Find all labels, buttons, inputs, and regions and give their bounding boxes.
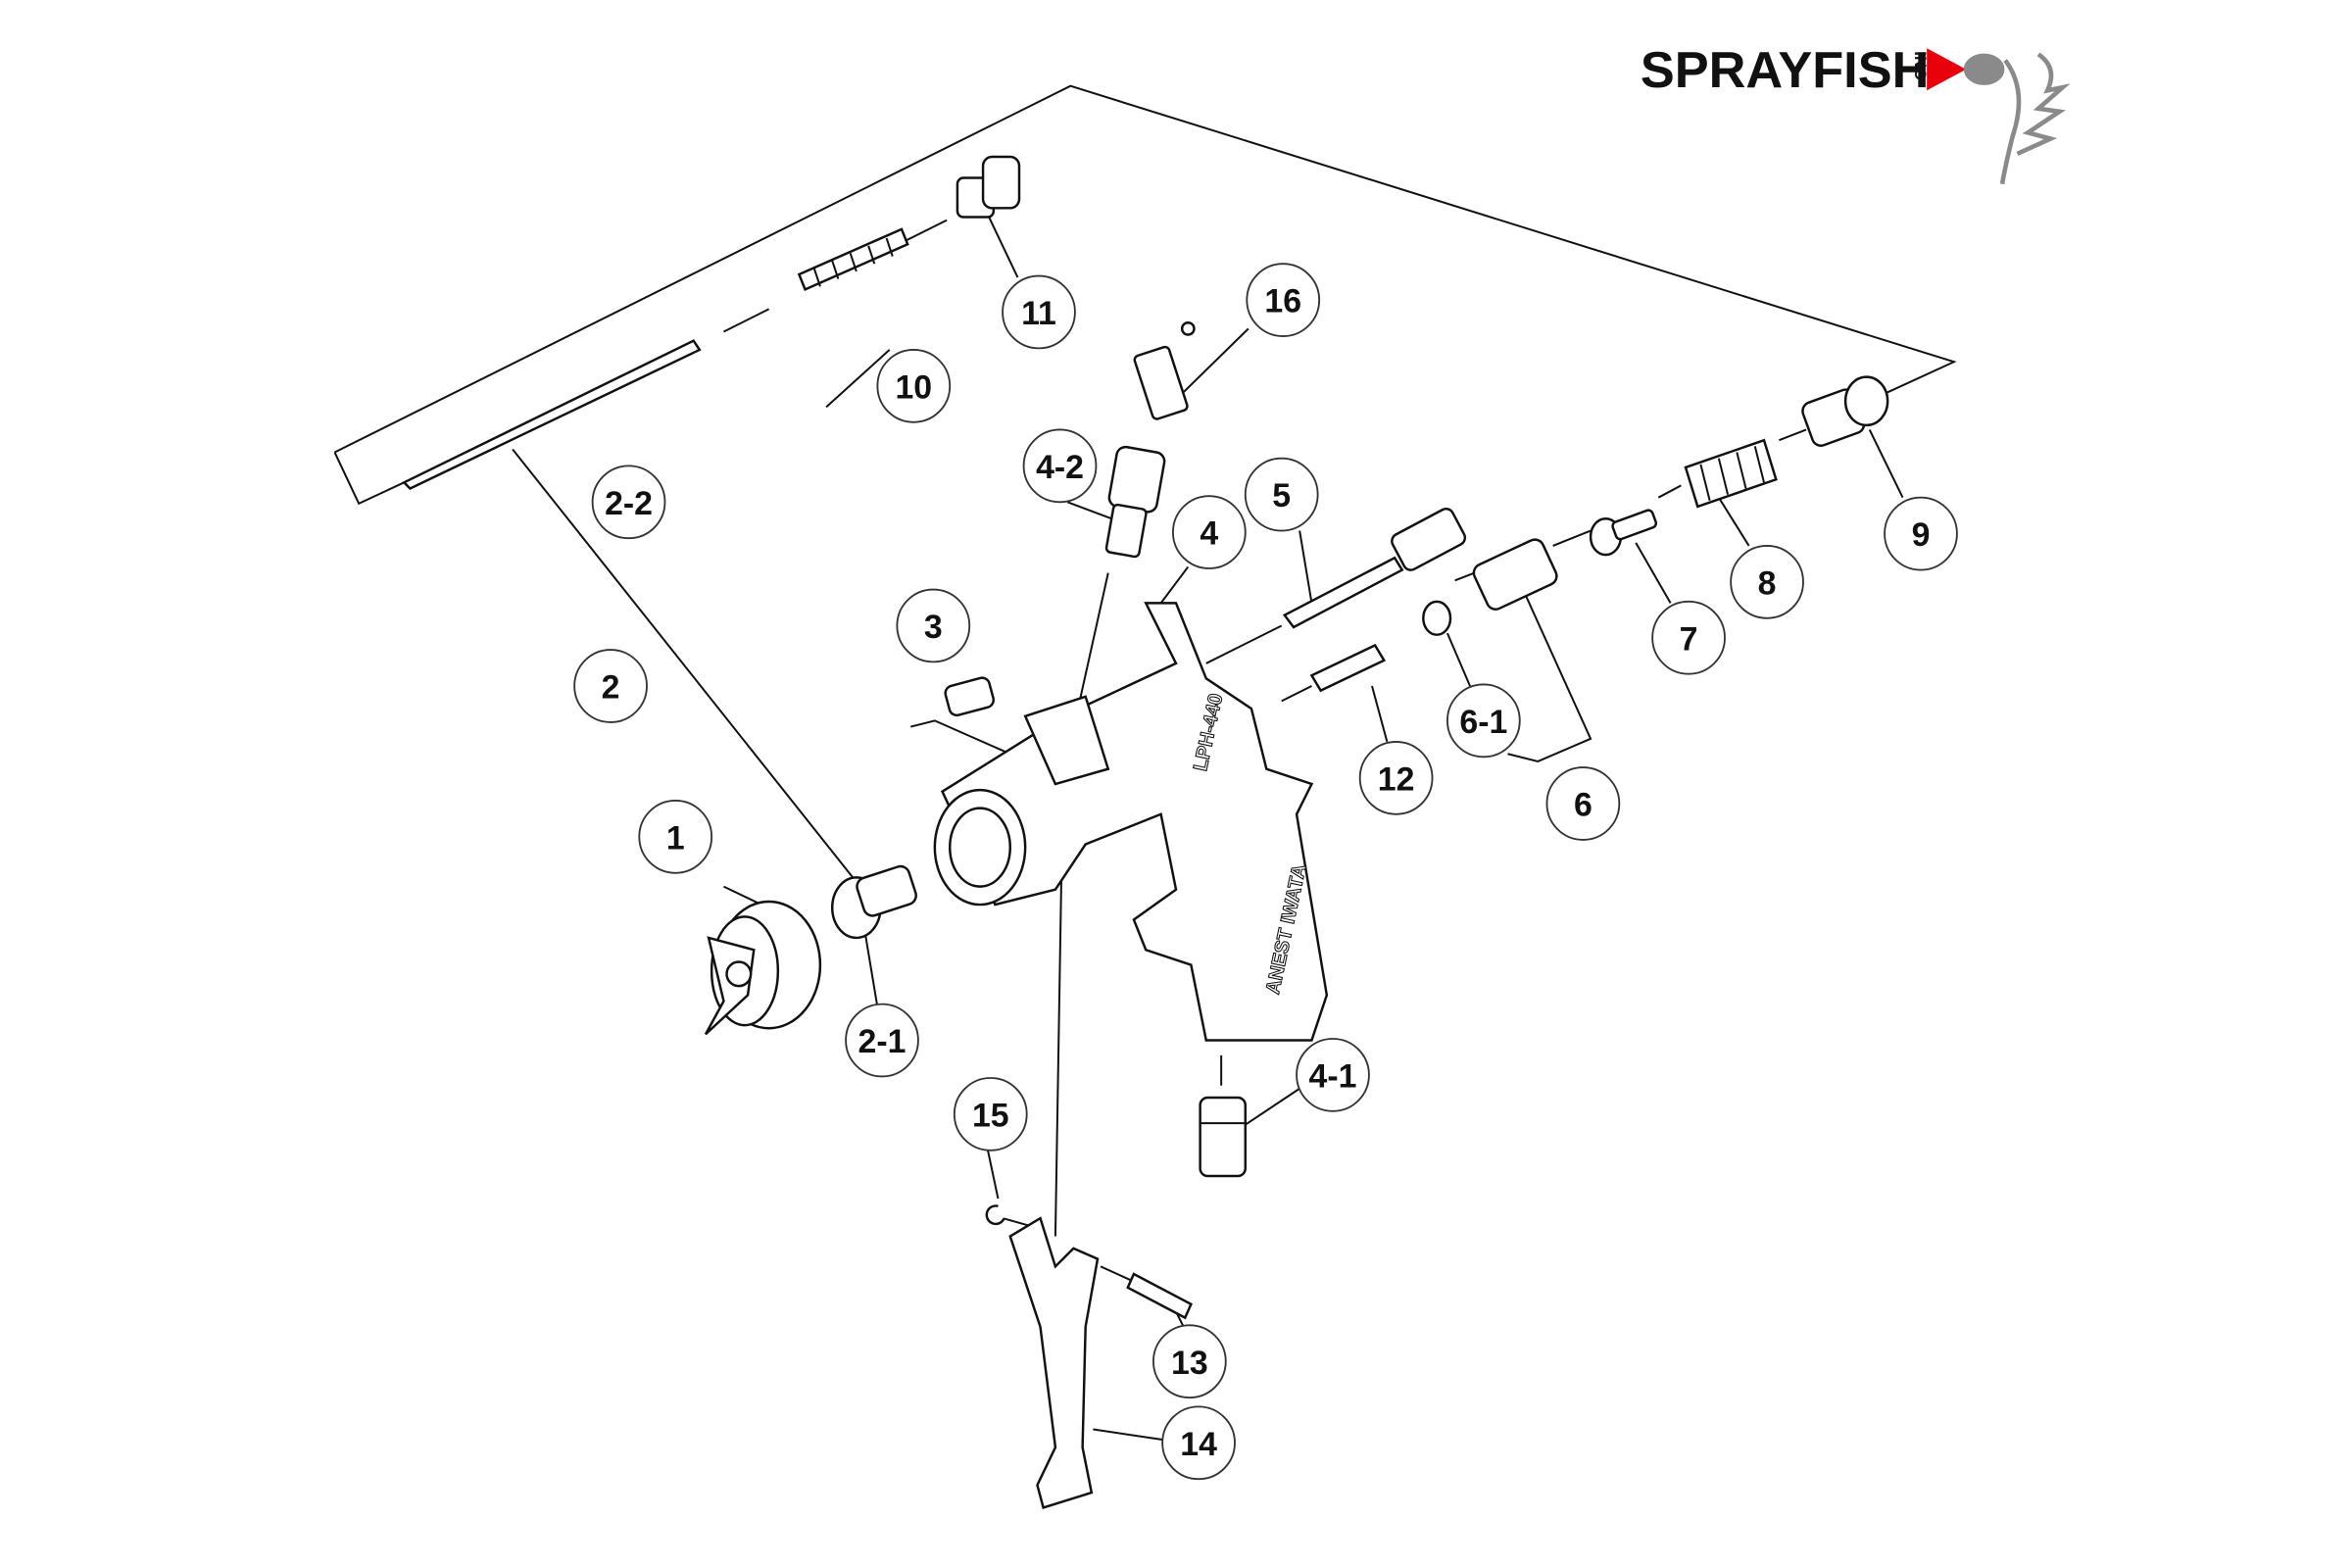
part-valve-7 xyxy=(1589,509,1658,557)
part-pin-12 xyxy=(1309,643,1387,693)
callout-6: 6 xyxy=(1545,766,1621,841)
part-gun-body-4: LPH-440 ANEST IWATA xyxy=(933,602,1329,1042)
callout-8: 8 xyxy=(1730,545,1804,619)
callout-label: 5 xyxy=(1272,477,1291,514)
part-needle-spring xyxy=(797,227,909,292)
callout-label: 8 xyxy=(1758,564,1777,602)
callout-label: 12 xyxy=(1378,760,1415,798)
callout-circle xyxy=(573,649,648,723)
callout-label: 16 xyxy=(1264,283,1301,320)
callout-label: 7 xyxy=(1680,620,1698,658)
callout-circle xyxy=(1651,600,1726,675)
callout-label: 2 xyxy=(602,669,620,707)
part-fluid-nozzle-2-1 xyxy=(831,864,917,940)
part-air-joint-4-1 xyxy=(1199,1096,1248,1178)
callout-7: 7 xyxy=(1651,600,1726,675)
part-valve-seat-6 xyxy=(1472,538,1558,611)
part-filter-16 xyxy=(1133,321,1196,420)
part-clip-15 xyxy=(985,1204,1005,1226)
callout-label: 1 xyxy=(666,819,685,857)
callout-label: 14 xyxy=(1180,1426,1217,1463)
callout-14: 14 xyxy=(1161,1405,1236,1481)
callout-label: 2-1 xyxy=(858,1023,906,1060)
callout-15: 15 xyxy=(953,1077,1028,1152)
callout-circle xyxy=(1730,545,1804,619)
callout-5: 5 xyxy=(1244,457,1319,532)
callout-1: 1 xyxy=(638,800,713,874)
logo-red-triangle xyxy=(1927,48,1967,91)
part-spring-8 xyxy=(1684,438,1778,509)
part-cup-joint-4-2 xyxy=(1104,445,1166,559)
callout-16: 16 xyxy=(1246,263,1321,338)
callout-circle xyxy=(1152,1324,1227,1399)
callout-label: 11 xyxy=(1021,295,1056,332)
callout-circle xyxy=(845,1003,919,1078)
callout-circle xyxy=(638,800,713,874)
callout-2-2: 2-2 xyxy=(591,465,666,540)
callout-circle xyxy=(1244,457,1319,532)
callout-label: 4-2 xyxy=(1036,449,1084,486)
callout-circle xyxy=(876,349,952,423)
callout-circle xyxy=(1545,766,1621,841)
callout-circle xyxy=(953,1077,1028,1152)
callout-2-1: 2-1 xyxy=(845,1003,919,1078)
callout-label: 4 xyxy=(1200,515,1218,553)
part-air-adjust-9 xyxy=(1801,375,1889,447)
callout-circle xyxy=(1161,1405,1236,1481)
callout-label: 10 xyxy=(895,368,932,406)
callout-label: 9 xyxy=(1912,516,1931,554)
callout-4-1: 4-1 xyxy=(1296,1038,1370,1112)
callout-circle xyxy=(1884,496,1958,571)
fish-icon xyxy=(1963,52,2071,185)
callout-4: 4 xyxy=(1172,495,1247,569)
part-adjusting-screw xyxy=(956,155,1021,219)
callout-circle xyxy=(1446,683,1521,759)
logo-text: SPRAYFISH xyxy=(1641,42,1930,99)
callout-circle xyxy=(1022,428,1098,504)
part-air-cap-1 xyxy=(704,900,822,1036)
callout-label: 4-1 xyxy=(1309,1057,1357,1095)
callout-11: 11 xyxy=(1002,274,1076,350)
callout-6-1: 6-1 xyxy=(1446,683,1521,759)
callout-label: 13 xyxy=(1171,1345,1208,1382)
callout-circle xyxy=(1296,1038,1370,1112)
callout-circle xyxy=(1358,741,1434,815)
sprayfish-logo: SPRAYFISH INC xyxy=(1641,42,2071,185)
callout-3: 3 xyxy=(896,588,971,663)
callout-label: 6 xyxy=(1574,787,1592,824)
callout-label: 2-2 xyxy=(605,485,653,522)
logo-inc: INC xyxy=(1911,51,1930,79)
callout-9: 9 xyxy=(1884,496,1958,571)
callout-label: 15 xyxy=(972,1097,1009,1134)
callout-10: 10 xyxy=(876,349,952,423)
callout-circle xyxy=(591,465,666,540)
part-trigger-pin-13 xyxy=(1126,1272,1193,1320)
part-needle xyxy=(402,339,702,490)
part-air-valve-5 xyxy=(1282,507,1467,629)
callout-13: 13 xyxy=(1152,1324,1227,1399)
callout-12: 12 xyxy=(1358,741,1434,815)
callout-circle xyxy=(1172,495,1247,569)
callout-label: 6-1 xyxy=(1459,704,1507,741)
part-nozzle-3 xyxy=(944,676,996,717)
callout-label: 3 xyxy=(924,609,943,646)
callout-circle xyxy=(1002,274,1076,350)
part-trigger-14 xyxy=(1008,1216,1100,1510)
callout-2: 2 xyxy=(573,649,648,723)
part-oring-6-1 xyxy=(1422,600,1452,636)
callout-4-2: 4-2 xyxy=(1022,428,1098,504)
callout-circle xyxy=(1246,263,1321,338)
callout-circle xyxy=(896,588,971,663)
